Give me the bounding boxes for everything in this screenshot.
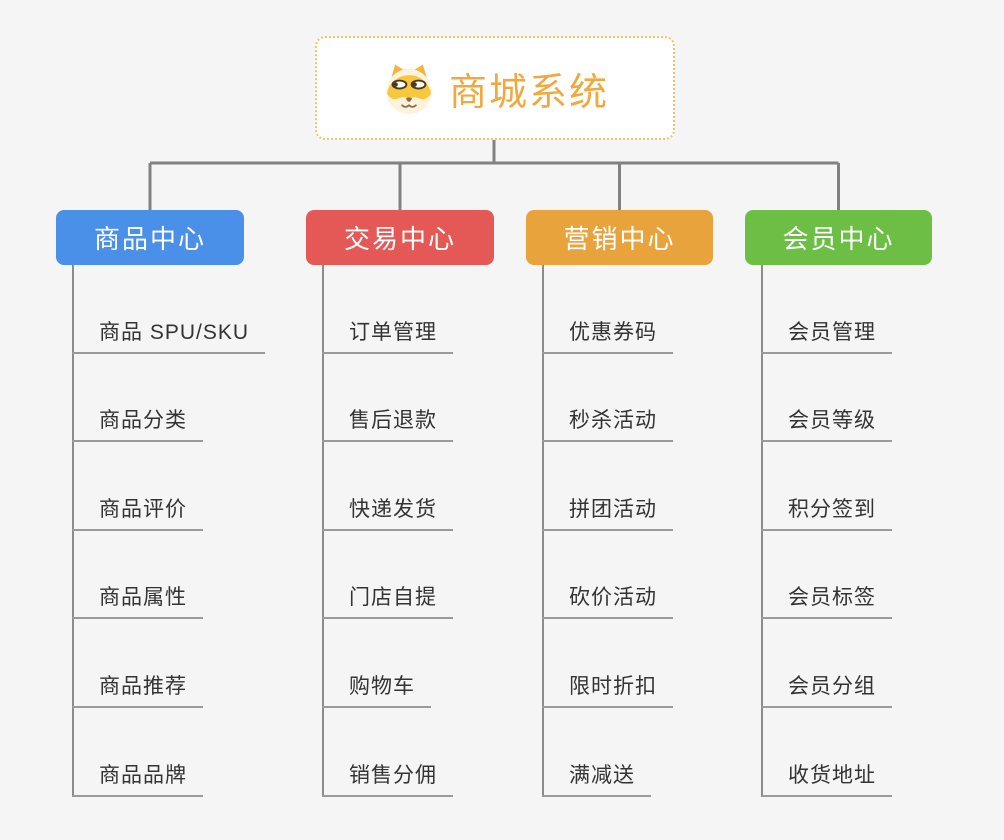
branch-item[interactable]: 售后退款 (322, 354, 453, 443)
branch-2: 交易中心 订单管理 售后退款 快递发货 门店自提 购物车 销售分佣 (306, 210, 494, 797)
root-title: 商城系统 (448, 71, 609, 114)
branch-item-label: 会员等级 (788, 409, 876, 433)
branch-item-label: 商品推荐 (99, 674, 187, 698)
branch-item[interactable]: 快递发货 (322, 442, 453, 531)
branch-trunk-line (761, 265, 763, 797)
branch-item[interactable]: 购物车 (322, 619, 431, 708)
branch-item[interactable]: 商品评价 (72, 442, 203, 531)
branch-trunk-line (542, 265, 544, 797)
branch-item-label: 售后退款 (349, 409, 437, 433)
branch-item-label: 拼团活动 (569, 497, 657, 521)
branch-item-label: 砍价活动 (569, 586, 657, 610)
branch-item[interactable]: 积分签到 (761, 442, 892, 531)
branch-items: 商品 SPU/SKU 商品分类 商品评价 商品属性 商品推荐 商品品牌 (72, 265, 266, 797)
branch-item[interactable]: 商品推荐 (72, 619, 203, 708)
root-node[interactable]: 商城系统 (315, 36, 675, 140)
branch-trunk-line (72, 265, 74, 797)
branch-item[interactable]: 商品 SPU/SKU (72, 265, 266, 354)
branch-items: 优惠券码 秒杀活动 拼团活动 砍价活动 限时折扣 满减送 (542, 265, 673, 797)
branch-item[interactable]: 商品分类 (72, 354, 203, 443)
branch-3: 营销中心 优惠券码 秒杀活动 拼团活动 砍价活动 限时折扣 满减送 (526, 210, 713, 797)
branch-item[interactable]: 商品属性 (72, 531, 203, 620)
branch-label: 商品中心 (93, 224, 206, 254)
branch-item-label: 商品分类 (99, 409, 187, 433)
branch-item[interactable]: 销售分佣 (322, 708, 453, 797)
branch-item-label: 订单管理 (349, 320, 437, 344)
branch-header[interactable]: 商品中心 (56, 210, 244, 265)
branch-item-label: 秒杀活动 (569, 409, 657, 433)
branch-1: 商品中心 商品 SPU/SKU 商品分类 商品评价 商品属性 商品推荐 商品品牌 (56, 210, 266, 797)
branch-item[interactable]: 秒杀活动 (542, 354, 673, 443)
branch-item-label: 收货地址 (788, 763, 876, 787)
branch-item-label: 会员管理 (788, 320, 876, 344)
branch-item-label: 销售分佣 (349, 763, 437, 787)
branch-item-label: 商品属性 (99, 586, 187, 610)
branch-item[interactable]: 会员等级 (761, 354, 892, 443)
branch-item[interactable]: 会员管理 (761, 265, 892, 354)
branch-header[interactable]: 会员中心 (745, 210, 932, 265)
branch-item[interactable]: 订单管理 (322, 265, 453, 354)
branch-item[interactable]: 会员标签 (761, 531, 892, 620)
branch-item-label: 门店自提 (349, 586, 437, 610)
branch-item[interactable]: 满减送 (542, 708, 651, 797)
branch-item-label: 限时折扣 (569, 674, 657, 698)
branch-item-label: 会员分组 (788, 674, 876, 698)
branch-item-label: 积分签到 (788, 497, 876, 521)
branch-label: 营销中心 (563, 224, 676, 254)
branch-label: 会员中心 (782, 224, 895, 254)
branch-item[interactable]: 门店自提 (322, 531, 453, 620)
branch-item[interactable]: 商品品牌 (72, 708, 203, 797)
branch-label: 交易中心 (343, 224, 456, 254)
branch-item[interactable]: 拼团活动 (542, 442, 673, 531)
branch-item-label: 商品 SPU/SKU (99, 320, 250, 344)
branch-trunk-line (322, 265, 324, 797)
branch-item[interactable]: 收货地址 (761, 708, 892, 797)
branch-items: 订单管理 售后退款 快递发货 门店自提 购物车 销售分佣 (322, 265, 453, 797)
branch-item-label: 购物车 (349, 674, 415, 698)
branch-item-label: 优惠券码 (569, 320, 657, 344)
branch-item[interactable]: 砍价活动 (542, 531, 673, 620)
branch-item[interactable]: 会员分组 (761, 619, 892, 708)
branch-item[interactable]: 优惠券码 (542, 265, 673, 354)
branch-item-label: 满减送 (569, 763, 635, 787)
branch-header[interactable]: 营销中心 (526, 210, 713, 265)
branch-item-label: 商品品牌 (99, 763, 187, 787)
branch-items: 会员管理 会员等级 积分签到 会员标签 会员分组 收货地址 (761, 265, 892, 797)
dog-face-icon (381, 62, 437, 114)
branch-item-label: 会员标签 (788, 586, 876, 610)
branch-item[interactable]: 限时折扣 (542, 619, 673, 708)
branch-item-label: 商品评价 (99, 497, 187, 521)
branch-item-label: 快递发货 (349, 497, 437, 521)
branch-header[interactable]: 交易中心 (306, 210, 494, 265)
branch-4: 会员中心 会员管理 会员等级 积分签到 会员标签 会员分组 收货地址 (745, 210, 932, 797)
